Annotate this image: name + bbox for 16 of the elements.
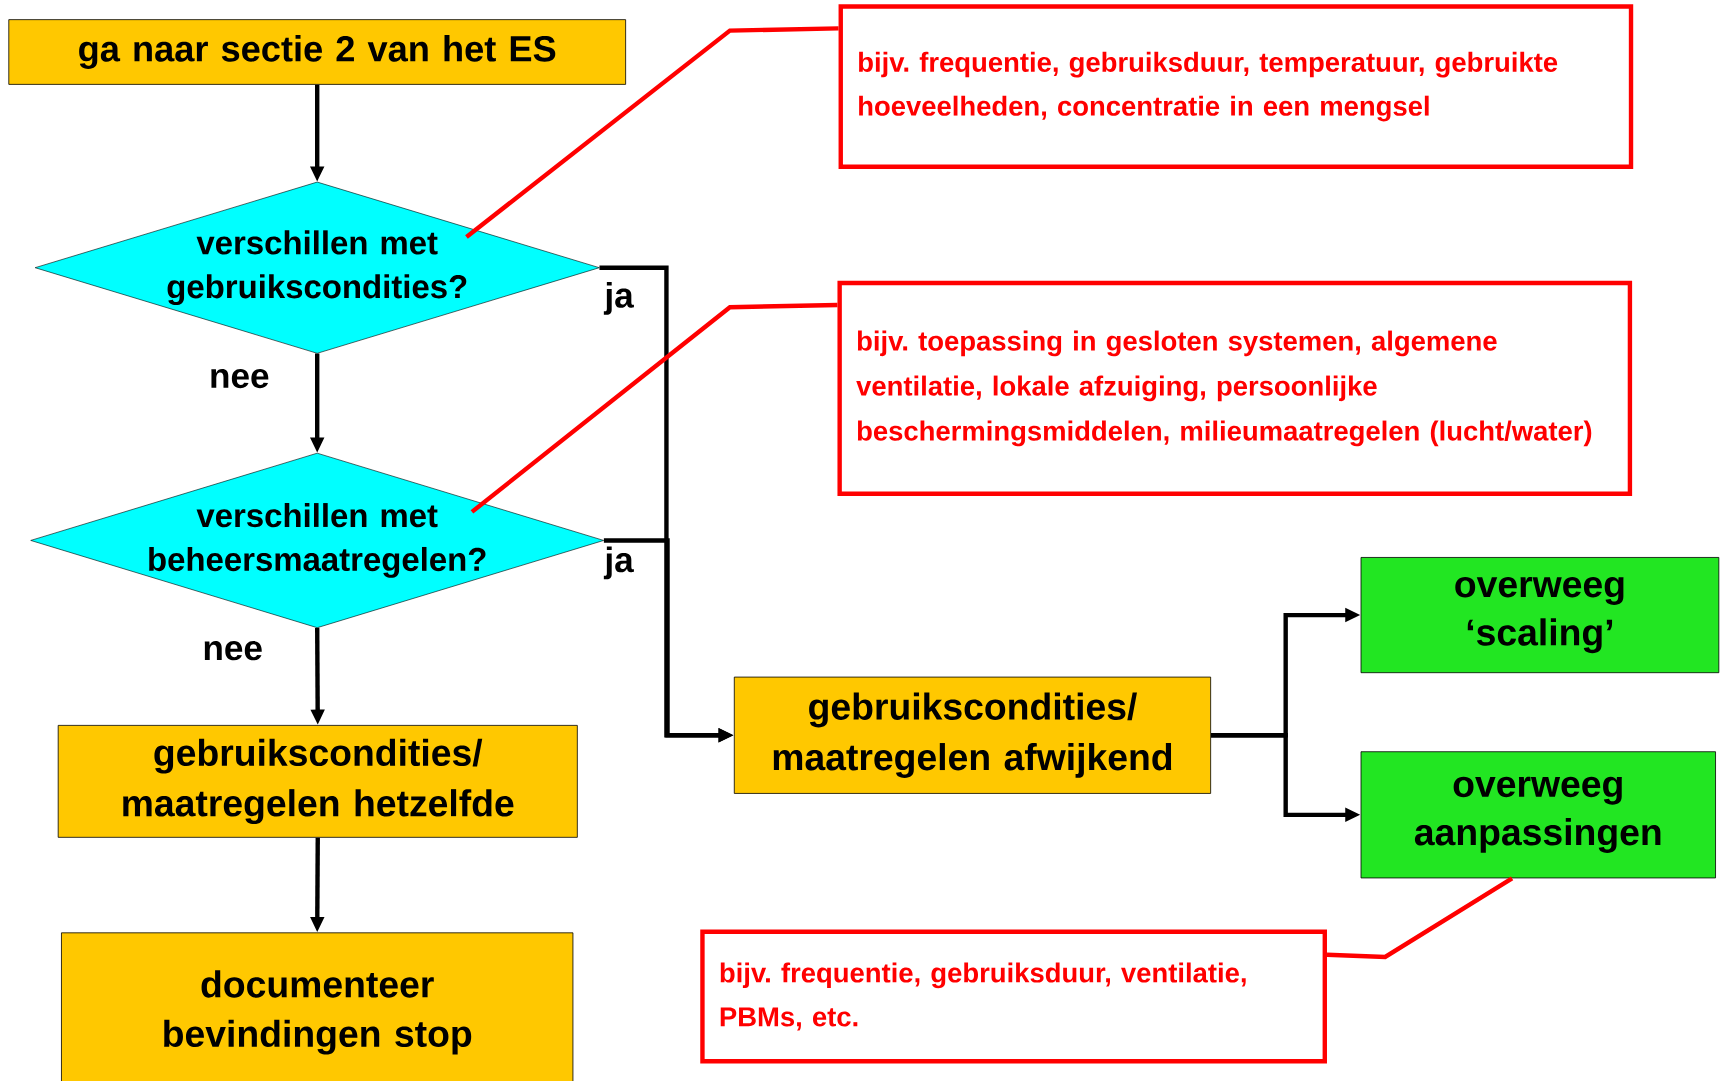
action-box: overweeg aanpassingen <box>1360 751 1716 879</box>
note-box: bijv. toepassing in gesloten systemen, algemene ventilatie, lokale afzuiging, persoonlijke beschermingsmiddelen, milieumaatregelen (lucht/water) <box>837 280 1633 496</box>
edge-label: ja <box>603 545 635 581</box>
edge-label: nee <box>201 640 264 662</box>
leader-line <box>1326 876 1514 960</box>
process-box: gebruikscondities/ maatregelen afwijkend <box>733 676 1212 794</box>
edge-label: ja <box>603 281 635 316</box>
note-box: bijv. frequentie, gebruiksduur, ventilatie, PBMs, etc. <box>700 929 1327 1064</box>
process-box: ga naar sectie 2 van het ES <box>8 19 627 85</box>
leader-line <box>470 302 838 514</box>
edge-label: nee <box>208 367 271 390</box>
process-box: gebruikscondities/ maatregelen hetzelfde <box>57 725 578 838</box>
action-box: overweeg ‘scaling’ <box>1360 557 1720 674</box>
note-box: bijv. frequentie, gebruiksduur, temperatuur, gebruikte hoeveelheden, concentratie in een mengsel <box>838 4 1634 169</box>
process-box: documenteer bevindingen stop <box>61 932 574 1081</box>
leader-line <box>465 26 839 239</box>
